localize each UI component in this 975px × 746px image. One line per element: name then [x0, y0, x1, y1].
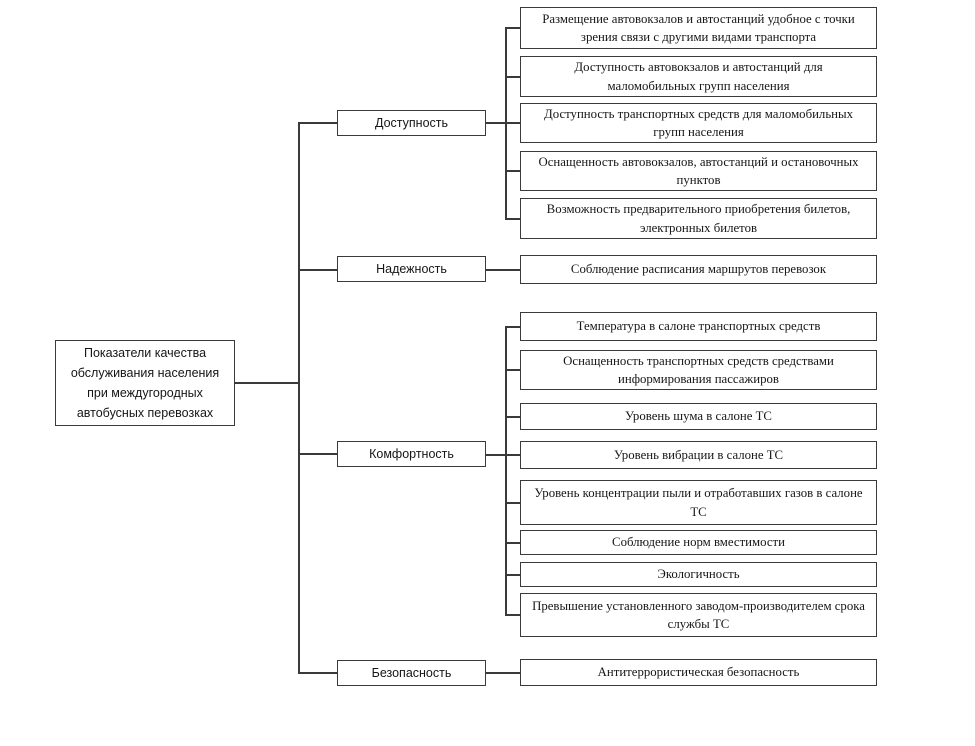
connector-line [505, 574, 520, 576]
connector-line [505, 502, 520, 504]
branch-safety: Безопасность [337, 660, 486, 686]
connector-line [298, 672, 337, 674]
branch-comfort: Комфортность [337, 441, 486, 467]
leaf-node: Экологичность [520, 562, 877, 587]
leaf-node: Оснащенность транспортных средств средст… [520, 350, 877, 390]
connector-line [486, 122, 520, 124]
connector-line [298, 122, 300, 673]
connector-line [486, 672, 520, 674]
leaf-node: Превышение установленного заводом-произв… [520, 593, 877, 637]
connector-line [505, 27, 507, 219]
leaf-node: Уровень концентрации пыли и отработавших… [520, 480, 877, 525]
connector-line [505, 326, 520, 328]
leaf-node: Соблюдение норм вместимости [520, 530, 877, 555]
leaf-node: Размещение автовокзалов и автостанций уд… [520, 7, 877, 49]
connector-line [486, 454, 520, 456]
connector-line [505, 218, 520, 220]
root-node: Показатели качества обслуживания населен… [55, 340, 235, 426]
connector-line [298, 269, 337, 271]
connector-line [298, 122, 337, 124]
connector-line [235, 382, 299, 384]
leaf-node: Возможность предварительного приобретени… [520, 198, 877, 239]
connector-line [298, 453, 337, 455]
branch-reliability: Надежность [337, 256, 486, 282]
leaf-node: Антитеррористическая безопасность [520, 659, 877, 686]
connector-line [505, 27, 520, 29]
connector-line [505, 326, 507, 615]
leaf-node: Соблюдение расписания маршрутов перевозо… [520, 255, 877, 284]
connector-line [486, 269, 520, 271]
connector-line [505, 542, 520, 544]
leaf-node: Уровень шума в салоне ТС [520, 403, 877, 430]
branch-accessibility: Доступность [337, 110, 486, 136]
connector-line [505, 369, 520, 371]
leaf-node: Уровень вибрации в салоне ТС [520, 441, 877, 469]
leaf-node: Температура в салоне транспортных средст… [520, 312, 877, 341]
connector-line [505, 170, 520, 172]
connector-line [505, 416, 520, 418]
leaf-node: Оснащенность автовокзалов, автостанций и… [520, 151, 877, 191]
connector-line [505, 76, 520, 78]
leaf-node: Доступность транспортных средств для мал… [520, 103, 877, 143]
connector-line [505, 614, 520, 616]
leaf-node: Доступность автовокзалов и автостанций д… [520, 56, 877, 97]
